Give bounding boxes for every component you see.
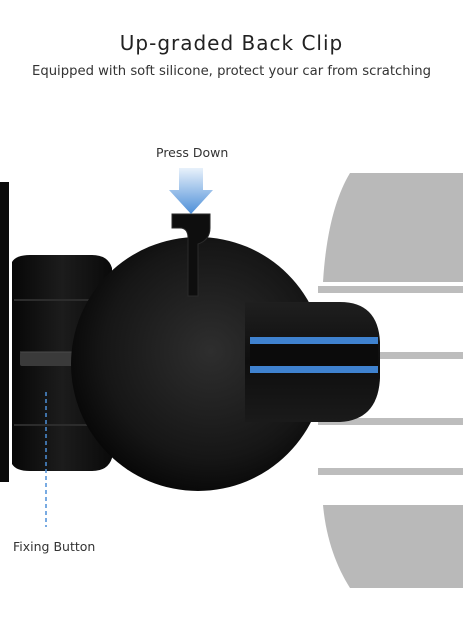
- fixing-button-label: Fixing Button: [13, 539, 96, 554]
- vent-slat: [318, 418, 463, 425]
- air-vent: [318, 173, 463, 588]
- mount-head: [71, 237, 325, 491]
- vent-slat: [318, 286, 463, 293]
- clip-blue-stripe-lower: [250, 366, 378, 373]
- vent-slat: [318, 352, 463, 359]
- clip-blue-stripe-upper: [250, 337, 378, 344]
- press-down-arrow-icon: [169, 168, 213, 214]
- vent-upper-cover: [323, 173, 463, 282]
- holder-edge: [0, 182, 9, 482]
- back-clip-tab[interactable]: [171, 213, 211, 297]
- page-subtitle: Equipped with soft silicone, protect you…: [32, 64, 431, 79]
- vent-clip: [245, 302, 380, 422]
- page-title: Up-graded Back Clip: [119, 31, 344, 55]
- vent-lower-cover: [323, 505, 463, 588]
- press-down-label: Press Down: [156, 145, 229, 160]
- vent-slat: [318, 468, 463, 475]
